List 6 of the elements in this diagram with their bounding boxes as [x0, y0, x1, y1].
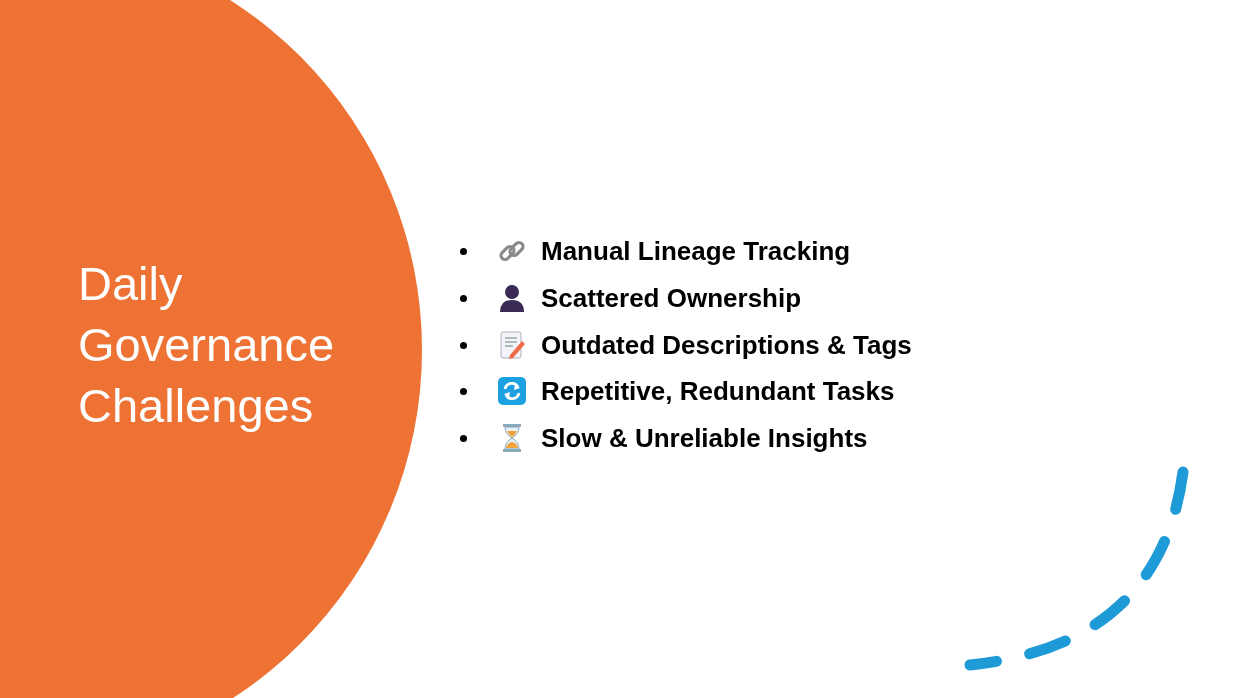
bullet-text: Scattered Ownership — [541, 282, 802, 314]
bullet-text: Outdated Descriptions & Tags — [541, 329, 912, 361]
heading-text: Daily Governance Challenges — [78, 256, 336, 434]
bullet-text: Repetitive, Redundant Tasks — [541, 375, 895, 407]
bullet-text: Manual Lineage Tracking — [541, 235, 851, 267]
bullet-text: Slow & Unreliable Insights — [541, 422, 868, 454]
